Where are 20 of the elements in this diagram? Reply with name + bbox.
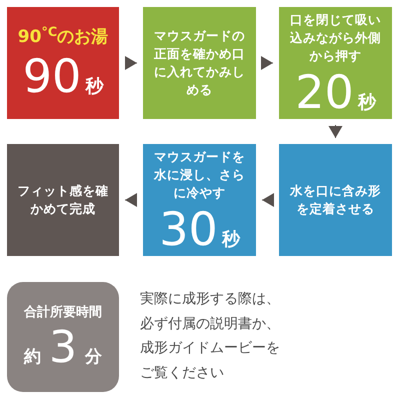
- arrow: [124, 193, 138, 207]
- step-box: [143, 7, 256, 119]
- step-text: マウスガードの正面を確かめ口に入れてかみしめる: [153, 26, 246, 100]
- arrow: [328, 124, 342, 138]
- step-box: [279, 7, 392, 119]
- step-text: 90$^{°C}$のお湯: [18, 27, 108, 49]
- arrow: [261, 56, 274, 70]
- step-text: 水を口に含み形を定着させる: [288, 182, 382, 218]
- step-text: 口を閉じて吸い込みながら外側から押す: [289, 10, 382, 66]
- step-box: [143, 144, 256, 256]
- step-text: フィット感を確かめて完成: [16, 182, 110, 218]
- step-box: [279, 144, 392, 256]
- step-text: 合計所要時間: [24, 304, 102, 322]
- step-box: [7, 144, 119, 256]
- step-text: マウスガードを水に浸し、さらに冷やす: [152, 148, 246, 202]
- arrow: [124, 56, 138, 70]
- step-box: [7, 7, 119, 119]
- arrow: [262, 193, 274, 207]
- note-text: 実際に成形する際は、必ず付属の説明書か、成形ガイドムービーをご覧ください: [140, 290, 281, 382]
- total-time-box: [7, 282, 119, 392]
